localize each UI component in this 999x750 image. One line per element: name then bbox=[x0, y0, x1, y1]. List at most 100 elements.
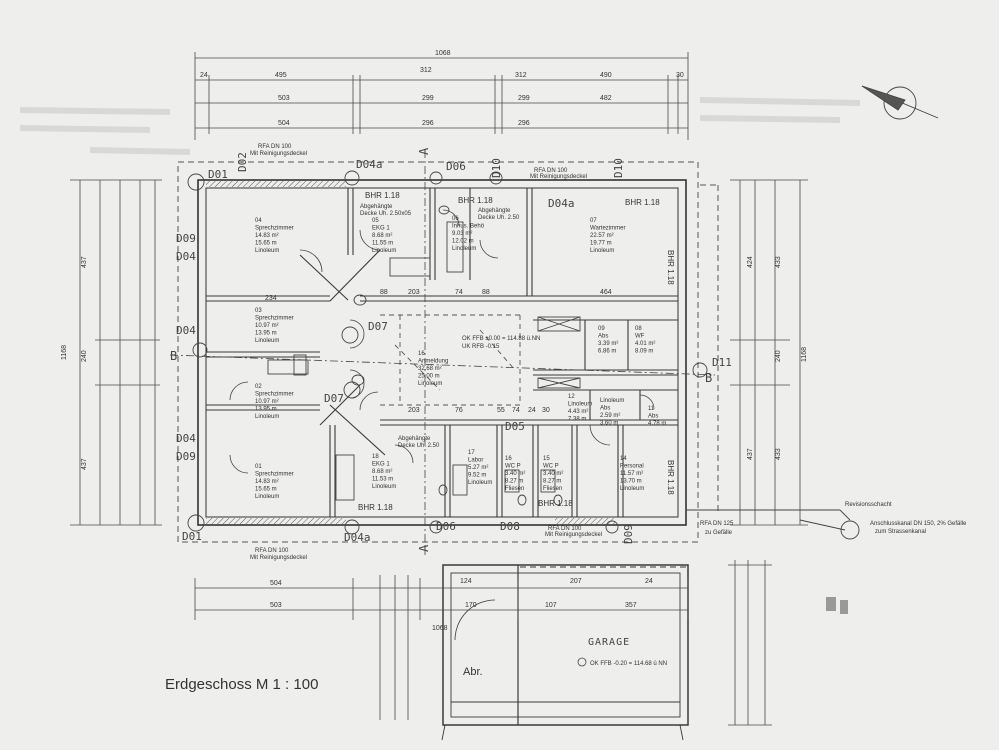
dim-top-r2-3: 299 bbox=[518, 95, 530, 102]
north-arrow-icon bbox=[861, 85, 939, 120]
mark-d11: D11 bbox=[712, 356, 732, 369]
bottom-dimension-lines bbox=[194, 560, 772, 726]
room-text: 7.38 m bbox=[568, 417, 586, 423]
inner-dim-9: 74 bbox=[512, 407, 520, 414]
dim-bottom-r2-2: 170 bbox=[465, 602, 477, 609]
dim-right-1: 424 bbox=[747, 256, 754, 268]
dim-right-2: 433 bbox=[775, 256, 782, 268]
room-text: Linoleum bbox=[452, 246, 476, 252]
note-rfa-side2: zu Gefälle bbox=[705, 530, 733, 536]
room-text: Inhus. Behö bbox=[452, 224, 485, 230]
mark-bhr-2: BHR 1.18 bbox=[458, 196, 493, 205]
room-text: 9.03 m² bbox=[452, 231, 472, 237]
mark-d09-bottom: D09 bbox=[622, 524, 635, 544]
room-text: Linoleum bbox=[255, 338, 279, 344]
dim-left-2: 240 bbox=[81, 350, 88, 362]
inner-dimensions: 234 203 74 88 464 203 76 55 74 24 30 88 bbox=[265, 289, 612, 414]
note-anschluss: Anschlusskanal DN 150, 2% Gefälle bbox=[870, 521, 967, 527]
note-deck-2: Abgehängte bbox=[478, 208, 511, 214]
note-rfa-right2: Mit Reinigungsdeckel bbox=[530, 174, 587, 180]
room-text: 06 bbox=[452, 216, 459, 222]
dim-top-r3-1: 504 bbox=[278, 120, 290, 127]
room-text: Linoleum bbox=[590, 248, 614, 254]
room-text: 22.57 m² bbox=[590, 233, 614, 239]
note-rfa-bottom3: RFA DN 100 bbox=[548, 526, 582, 532]
mark-b-left: B bbox=[170, 349, 177, 363]
room-text: Linoleum bbox=[255, 494, 279, 500]
room-text: 04 bbox=[255, 218, 262, 224]
dim-left-3: 437 bbox=[81, 458, 88, 470]
mark-d02-top: D02 bbox=[236, 152, 249, 172]
garage-block bbox=[441, 564, 689, 741]
mark-d04-left3: D04 bbox=[176, 432, 196, 445]
dim-left-total: 1168 bbox=[61, 345, 68, 360]
room-text: 13.95 m bbox=[255, 407, 277, 413]
dim-bottom-3: 207 bbox=[570, 578, 582, 585]
room-text: Sprechzimmer bbox=[255, 472, 294, 478]
room-text: 11.57 m² bbox=[620, 471, 643, 477]
note-rfa-bottom: RFA DN 100 bbox=[255, 548, 289, 554]
inner-dim-10: 24 bbox=[528, 407, 536, 414]
note-rfa-bottom2: Mit Reinigungsdeckel bbox=[250, 555, 307, 561]
room-text: Linoleum bbox=[600, 398, 624, 404]
room-text: 3.39 m² bbox=[598, 341, 618, 347]
dim-left-1: 437 bbox=[81, 256, 88, 268]
room-text: 15.65 m bbox=[255, 241, 277, 247]
dim-right-3: 240 bbox=[775, 350, 782, 362]
room-text: Anmeldung bbox=[418, 359, 448, 365]
top-dimension-texts: 1068 24 495 312 312 490 30 503 299 299 4… bbox=[200, 50, 684, 127]
inner-dim-3: 74 bbox=[455, 289, 463, 296]
room-text: Linoleum bbox=[255, 414, 279, 420]
room-text: 8.27 m bbox=[543, 479, 561, 485]
room-text: 4.78 m bbox=[648, 421, 666, 427]
fixtures bbox=[267, 205, 581, 506]
room-text: 03 bbox=[255, 308, 262, 314]
left-dimension-lines bbox=[70, 179, 162, 526]
room-text: 5.27 m² bbox=[468, 465, 488, 471]
inner-dim-12: 88 bbox=[380, 289, 388, 296]
room-text: 8.68 m² bbox=[372, 469, 392, 475]
top-dimension-lines bbox=[194, 52, 689, 140]
dim-top-r3-3: 296 bbox=[518, 120, 530, 127]
smudge-mark bbox=[826, 597, 848, 614]
mark-bhr-7: BHR 1.18 bbox=[666, 460, 675, 495]
dim-top-2: 495 bbox=[275, 72, 287, 79]
room-text: 11 bbox=[648, 406, 655, 412]
room-text: 16 bbox=[505, 456, 512, 462]
inner-dim-8: 55 bbox=[497, 407, 505, 414]
room-text: WF bbox=[635, 334, 645, 340]
room-text: Abs bbox=[598, 334, 608, 340]
inner-dim-5: 464 bbox=[600, 289, 612, 296]
room-text: 32.68 m² bbox=[418, 366, 442, 372]
room-text: Personal bbox=[620, 464, 644, 470]
room-text: 14.83 m² bbox=[255, 233, 279, 239]
room-text: Linoleum bbox=[372, 248, 396, 254]
mark-d04a-top: D04a bbox=[356, 158, 383, 171]
room-text: 19.77 m bbox=[590, 241, 612, 247]
note-deck-1: Abgehängte bbox=[360, 204, 393, 210]
right-dimension-texts: 424 433 240 1168 433 437 bbox=[747, 256, 808, 460]
dim-bottom-total: 1068 bbox=[432, 625, 448, 632]
dim-bottom-r2-3: 107 bbox=[545, 602, 557, 609]
corner-markers bbox=[187, 170, 860, 540]
note-deck-1b: Decke Uh. 2.50x05 bbox=[360, 211, 412, 217]
room-text: 10.97 m² bbox=[255, 323, 279, 329]
dim-top-3: 312 bbox=[420, 67, 432, 74]
room-text: 14.83 m² bbox=[255, 479, 279, 485]
room-text: 15 bbox=[543, 456, 550, 462]
room-text: 15.65 m bbox=[255, 487, 277, 493]
door-marks: D01 D02 D04a D06 D10 D10 D04a D09 D04 D0… bbox=[170, 147, 732, 552]
garage-label: GARAGE bbox=[588, 637, 630, 648]
room-text: Fliesen bbox=[505, 486, 524, 492]
dim-right-total: 1168 bbox=[801, 347, 808, 362]
mark-d09-left: D09 bbox=[176, 232, 196, 245]
mark-d01-top: D01 bbox=[208, 168, 228, 181]
section-lines bbox=[169, 150, 716, 555]
mark-d07-1: D07 bbox=[368, 320, 388, 333]
